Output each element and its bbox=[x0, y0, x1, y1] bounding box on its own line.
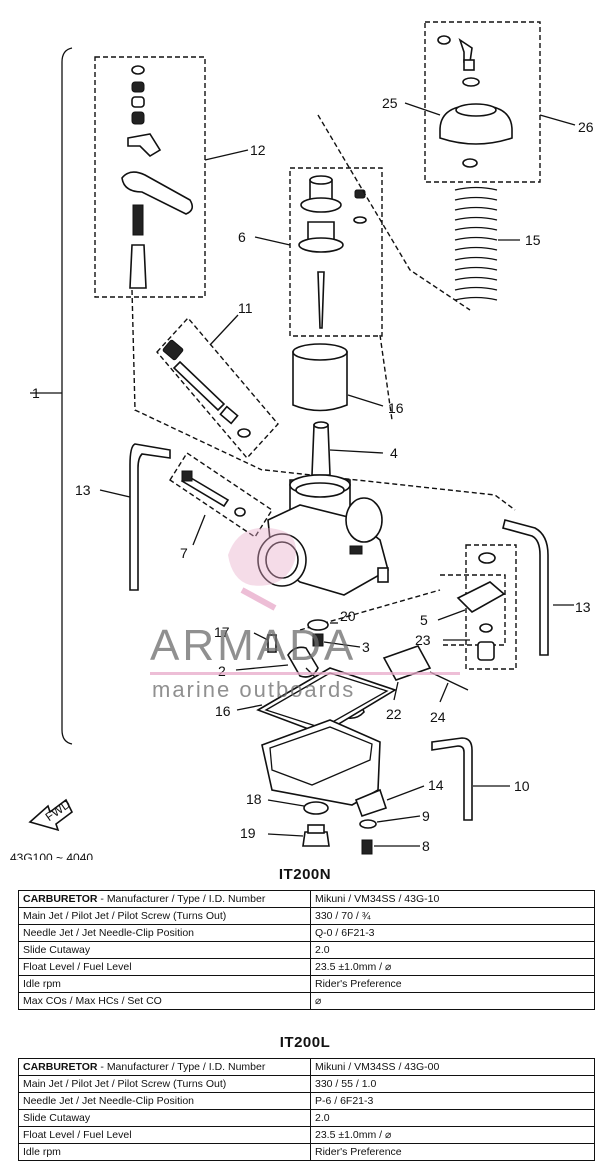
callout-14: 14 bbox=[428, 777, 444, 793]
callout-1: 1 bbox=[32, 385, 40, 401]
callout-11: 11 bbox=[238, 300, 253, 316]
callout-18: 17 bbox=[214, 624, 230, 640]
spec-table-it200n: CARBURETOR - Manufacturer / Type / I.D. … bbox=[18, 890, 595, 1010]
carburetor-top-tube bbox=[311, 421, 331, 476]
group-11-box bbox=[156, 316, 279, 460]
callout-7: 7 bbox=[180, 545, 188, 561]
callout-13-right: 13 bbox=[575, 599, 591, 615]
starter-plunger-parts bbox=[456, 552, 506, 661]
callout-12: 12 bbox=[250, 142, 266, 158]
spec-table-it200l: CARBURETOR - Manufacturer / Type / I.D. … bbox=[18, 1058, 595, 1161]
callout-25: 25 bbox=[382, 95, 398, 111]
table-title-it200l: IT200L bbox=[279, 1034, 331, 1051]
callout-4: 4 bbox=[390, 445, 398, 461]
callout-15: 15 bbox=[525, 232, 541, 248]
throttle-linkage-parts bbox=[121, 65, 194, 289]
callout-17: 16 bbox=[215, 703, 231, 719]
throttle-valve-parts bbox=[298, 175, 367, 329]
callout-16: 16 bbox=[388, 400, 404, 416]
mixing-chamber-cap-parts bbox=[437, 35, 513, 168]
callout-8: 8 bbox=[422, 838, 430, 854]
callout-6: 6 bbox=[238, 229, 246, 245]
throttle-stop-screw-parts bbox=[180, 470, 246, 517]
table-row: Max COs / Max HCs / Set CO⌀ bbox=[18, 992, 595, 1010]
callout-20: 19 bbox=[240, 825, 256, 841]
forward-arrow-icon: FWD bbox=[28, 797, 73, 832]
callout-3: 3 bbox=[362, 639, 370, 655]
armada-watermark: ARMADA marine outboards bbox=[150, 527, 460, 702]
callout-26: 26 bbox=[578, 119, 594, 135]
carburetor-exploded-diagram: 12 6 26 25 15 bbox=[10, 21, 594, 860]
callout-13-left: 13 bbox=[75, 482, 91, 498]
table-row: Main Jet / Pilot Jet / Pilot Screw (Turn… bbox=[18, 907, 595, 925]
callout-23: 23 bbox=[415, 632, 431, 648]
group-7-box bbox=[169, 452, 273, 538]
watermark-tagline: marine outboards bbox=[152, 677, 355, 702]
callout-10: 10 bbox=[514, 778, 530, 794]
callout-5: 5 bbox=[420, 612, 428, 628]
callout-24: 24 bbox=[430, 709, 446, 725]
group-12-box bbox=[94, 56, 206, 298]
table-row: Main Jet / Pilot Jet / Pilot Screw (Turn… bbox=[18, 1075, 595, 1093]
callout-21: 20 bbox=[340, 608, 356, 624]
pilot-screw-parts bbox=[162, 339, 251, 438]
table-row: CARBURETOR - Manufacturer / Type / I.D. … bbox=[18, 890, 595, 908]
throttle-valve bbox=[292, 343, 348, 412]
throttle-spring bbox=[454, 186, 498, 301]
callout-2: 2 bbox=[218, 663, 226, 679]
group-23-box bbox=[465, 544, 517, 670]
carburetor-body bbox=[257, 474, 389, 596]
callout-22: 22 bbox=[386, 706, 402, 722]
float-bowl bbox=[261, 719, 381, 806]
callout-9: 9 bbox=[422, 808, 430, 824]
watermark-brand: ARMADA bbox=[150, 621, 356, 670]
assembly-bracket bbox=[61, 47, 73, 745]
table-row: CARBURETOR - Manufacturer / Type / I.D. … bbox=[18, 1058, 595, 1076]
serial-range: 43G100 ~ 4040 bbox=[10, 851, 93, 860]
callout-19: 18 bbox=[246, 791, 262, 807]
table-title-it200n: IT200N bbox=[278, 866, 332, 883]
group-26-box bbox=[424, 21, 541, 183]
group-6-box bbox=[289, 167, 383, 337]
